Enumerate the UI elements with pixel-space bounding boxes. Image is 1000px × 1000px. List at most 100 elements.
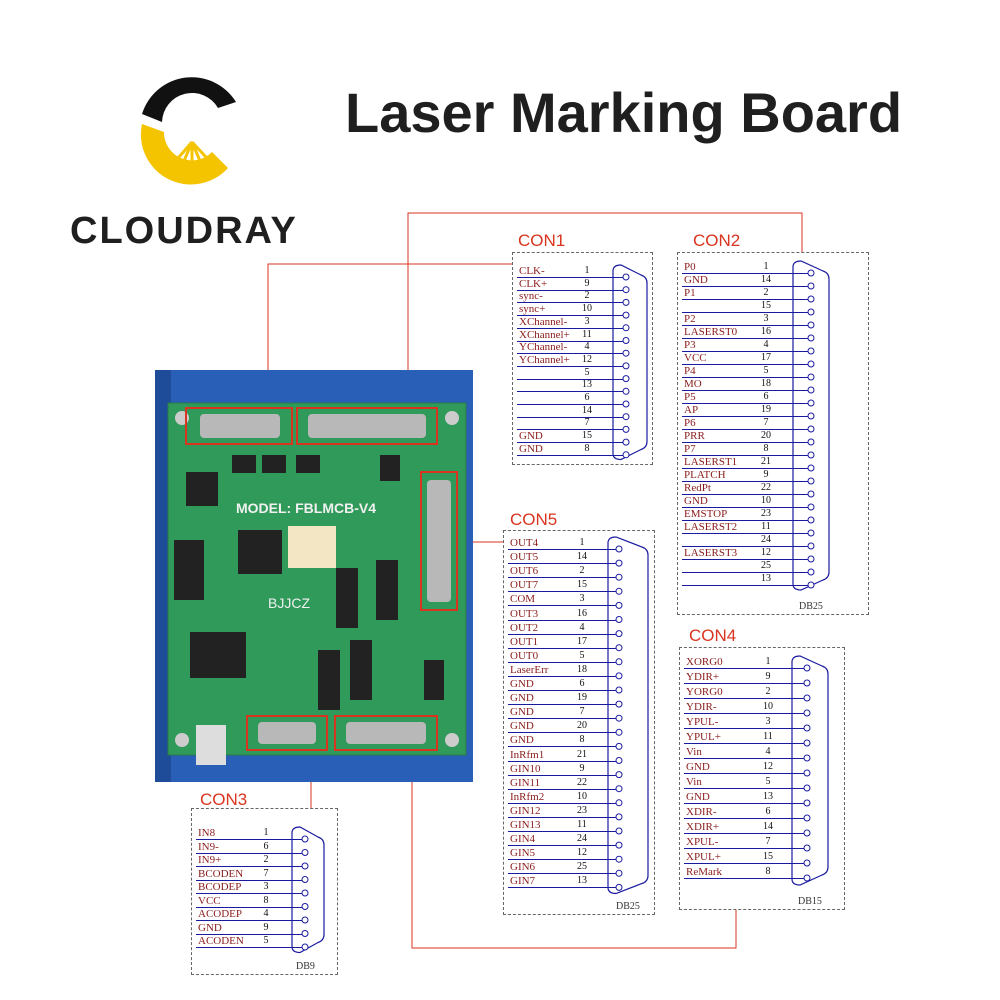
pin-number: 3 — [765, 716, 771, 727]
pin-signal-name: P6 — [684, 417, 696, 429]
pin-number: 11 — [763, 731, 773, 742]
pin-contact-icon — [807, 373, 815, 381]
pin-number: 7 — [765, 836, 771, 847]
pin-signal-name: EMSTOP — [684, 508, 728, 520]
con1-pin-row: YChannel-4 — [513, 341, 652, 355]
pin-contact-icon — [615, 827, 623, 835]
pin-number: 13 — [577, 875, 587, 887]
pin-wire — [517, 327, 623, 329]
pin-number: 9 — [584, 277, 590, 289]
pin-number: 7 — [763, 417, 769, 428]
pin-contact-icon — [622, 324, 630, 332]
pin-signal-name: OUT2 — [510, 621, 539, 634]
pin-signal-name: LASERST3 — [684, 547, 738, 559]
pin-number: 15 — [761, 300, 771, 311]
pin-signal-name: GND — [684, 274, 708, 286]
con2-label: CON2 — [693, 231, 741, 250]
pin-contact-icon — [622, 337, 630, 344]
con4-pin-row: YDIR+9 — [680, 671, 844, 684]
pin-number: 6 — [579, 678, 585, 689]
pin-contact-icon — [803, 739, 811, 747]
pin-number: 1 — [763, 261, 769, 272]
con1-label: CON1 — [518, 231, 566, 250]
con3-label: CON3 — [200, 790, 248, 809]
pin-number: 17 — [761, 352, 771, 363]
pin-number: 6 — [765, 806, 771, 817]
pin-signal-name: GIN6 — [510, 861, 536, 874]
pin-number: 11 — [582, 328, 592, 340]
pin-wire — [196, 866, 302, 867]
pin-contact-icon — [803, 679, 811, 687]
pin-contact-icon — [615, 742, 623, 750]
con4-label: CON4 — [689, 626, 737, 645]
cloudray-logo-icon — [140, 77, 236, 185]
pin-wire — [508, 675, 616, 677]
con1-pin-row: YChannel+12 — [513, 354, 652, 367]
pin-signal-name: XChannel+ — [519, 328, 570, 341]
pin-contact-icon — [615, 869, 623, 877]
pin-number: 3 — [584, 315, 590, 327]
pin-wire — [682, 351, 808, 352]
pin-wire — [508, 690, 616, 691]
pin-number: 12 — [763, 761, 773, 772]
pin-wire — [508, 788, 616, 790]
con2-pin-row: 24 — [678, 534, 868, 547]
pin-wire — [684, 668, 804, 669]
pin-number: 2 — [765, 686, 771, 697]
pin-contact-icon — [622, 387, 630, 395]
pin-wire — [196, 947, 302, 948]
pin-contact-icon — [615, 855, 623, 863]
pin-number: 11 — [761, 521, 771, 532]
pin-signal-name: YDIR+ — [686, 671, 720, 683]
pin-contact-icon — [803, 754, 811, 762]
con4-pin-row: YPUL+11 — [680, 731, 844, 744]
pin-contact-icon — [615, 813, 623, 821]
pin-contact-icon — [622, 311, 630, 319]
pin-number: 9 — [263, 921, 269, 933]
pin-wire — [517, 391, 623, 393]
pin-contact-icon — [615, 714, 623, 722]
pin-wire — [517, 289, 623, 291]
pin-wire — [508, 873, 616, 875]
pin-contact-icon — [807, 321, 815, 329]
pin-contact-icon — [803, 769, 811, 777]
con1-pin-row: XChannel-3 — [513, 316, 652, 329]
pin-wire — [508, 845, 616, 847]
pin-number: 5 — [584, 366, 590, 378]
pin-contact-icon — [803, 664, 811, 672]
pin-contact-icon — [301, 903, 309, 910]
pin-wire — [682, 338, 808, 339]
pin-signal-name: PLATCH — [684, 469, 726, 481]
pin-contact-icon — [803, 799, 811, 807]
pin-signal-name: LASERST0 — [684, 326, 738, 338]
pin-wire — [196, 906, 302, 908]
pin-signal-name: OUT3 — [510, 607, 539, 620]
pin-number: 1 — [263, 827, 269, 838]
pin-contact-icon — [301, 930, 309, 937]
pin-signal-name: LASERST2 — [684, 521, 738, 533]
con5-plug-outline — [607, 536, 649, 895]
pin-contact-icon — [807, 269, 815, 277]
pin-signal-name: ACODEN — [198, 935, 244, 947]
pin-signal-name: VCC — [198, 894, 221, 907]
pin-wire — [508, 746, 616, 748]
pin-wire — [196, 933, 302, 935]
pin-number: 5 — [763, 365, 769, 376]
pin-contact-icon — [807, 438, 815, 446]
pin-signal-name: GND — [510, 678, 534, 690]
pin-wire — [517, 340, 623, 342]
